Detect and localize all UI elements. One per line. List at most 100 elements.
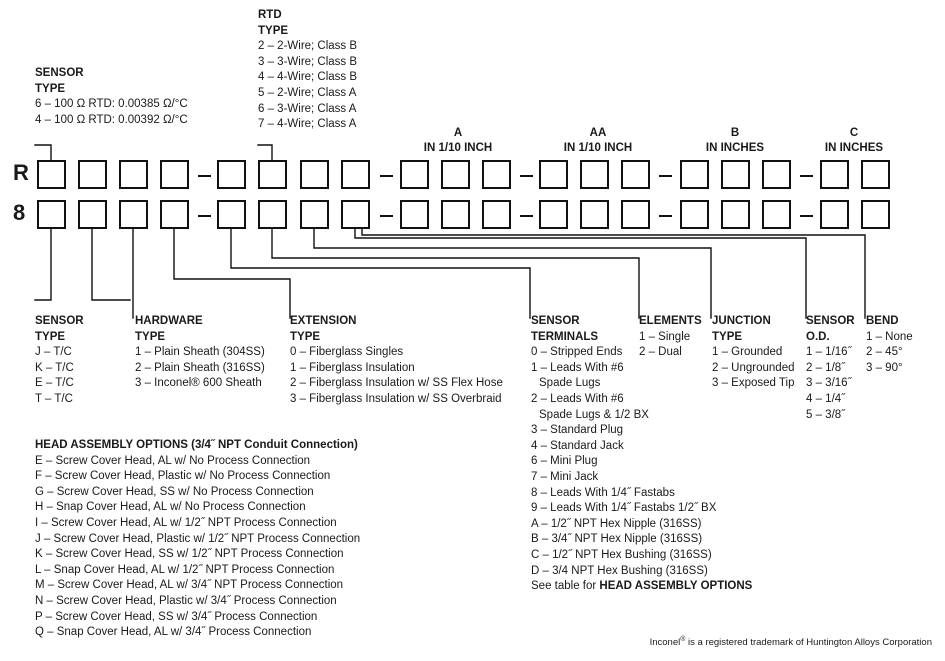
sensor-od-option: 1 – 1/16˝ <box>806 346 852 359</box>
extension-option: 3 – Fiberglass Insulation w/ SS Overbrai… <box>290 392 502 405</box>
dimension-aa-label: AA <box>589 127 607 139</box>
elements-block: ELEMENTS 1 – Single 2 – Dual <box>639 314 702 361</box>
code-box[interactable] <box>861 200 890 229</box>
extension-option: 2 – Fiberglass Insulation w/ SS Flex Hos… <box>290 377 503 390</box>
terminals-option: 7 – Mini Jack <box>531 470 599 483</box>
code-box[interactable] <box>539 200 568 229</box>
code-box[interactable] <box>820 200 849 229</box>
rtd-type-option: 7 – 4-Wire; Class A <box>258 118 357 131</box>
code-box[interactable] <box>78 160 107 189</box>
dimension-a-unit: IN 1/10 INCH <box>423 142 493 154</box>
terminals-heading-2: TERMINALS <box>531 330 599 343</box>
code-box[interactable] <box>441 200 470 229</box>
terminals-option: A – 1/2˝ NPT Hex Nipple (316SS) <box>531 517 702 530</box>
leader-line <box>173 228 291 319</box>
code-box[interactable] <box>119 200 148 229</box>
sensor-type-option: 4 – 100 Ω RTD: 0.00392 Ω/°C <box>35 113 188 126</box>
rtd-type-option: 3 – 3-Wire; Class B <box>258 55 358 68</box>
leader-line <box>91 228 131 301</box>
dimension-b-header: B IN INCHES <box>706 126 764 156</box>
terminals-option: B – 3/4˝ NPT Hex Nipple (316SS) <box>531 533 703 546</box>
dimension-c-unit: IN INCHES <box>824 142 884 154</box>
code-box[interactable] <box>258 200 287 229</box>
extension-type-block: EXTENSION TYPE 0 – Fiberglass Singles 1 … <box>290 314 503 408</box>
code-box[interactable] <box>217 160 246 189</box>
hardware-option: 2 – Plain Sheath (316SS) <box>135 361 265 374</box>
terminals-note-prefix: See table for <box>531 580 600 593</box>
row-letter-8: 8 <box>13 200 26 225</box>
hardware-heading-1: HARDWARE <box>135 315 203 327</box>
dimension-aa-unit: IN 1/10 INCH <box>563 142 633 154</box>
terminals-option: D – 3/4 NPT Hex Bushing (316SS) <box>531 564 708 577</box>
terminals-heading-1: SENSOR <box>531 315 580 327</box>
sensor-od-option: 5 – 3/8˝ <box>806 408 845 421</box>
code-box[interactable] <box>820 160 849 189</box>
terminals-note: See table for HEAD ASSEMBLY OPTIONS <box>531 579 752 595</box>
code-box[interactable] <box>861 160 890 189</box>
code-box[interactable] <box>160 200 189 229</box>
junction-heading-1: JUNCTION <box>712 315 771 327</box>
terminals-option: 4 – Standard Jack <box>531 439 624 452</box>
code-box[interactable] <box>37 160 66 189</box>
code-box[interactable] <box>721 200 750 229</box>
leader-line <box>34 228 52 301</box>
rtd-type-heading-1: RTD <box>258 9 282 21</box>
head-assembly-option: N – Screw Cover Head, Plastic w/ 3/4˝ Pr… <box>35 594 337 607</box>
code-box[interactable] <box>680 200 709 229</box>
junction-option: 2 – Ungrounded <box>712 361 795 374</box>
footnote-text: is a registered trademark of Huntington … <box>685 637 932 648</box>
code-box[interactable] <box>580 200 609 229</box>
head-assembly-option: Q – Snap Cover Head, AL w/ 3/4˝ Process … <box>35 626 312 639</box>
separator-dash <box>198 215 211 217</box>
bend-option: 3 – 90° <box>866 361 903 374</box>
head-assembly-option: J – Screw Cover Head, Plastic w/ 1/2˝ NP… <box>35 532 361 545</box>
code-box[interactable] <box>160 160 189 189</box>
code-box[interactable] <box>217 200 246 229</box>
code-box[interactable] <box>762 160 791 189</box>
extension-heading-2: TYPE <box>290 330 321 343</box>
code-box[interactable] <box>721 160 750 189</box>
dimension-c-label: C <box>849 127 859 139</box>
code-box[interactable] <box>482 200 511 229</box>
terminals-option-continued: Spade Lugs <box>539 377 601 390</box>
sensor-od-option: 2 – 1/8˝ <box>806 361 845 374</box>
extension-option: 1 – Fiberglass Insulation <box>290 361 415 374</box>
code-box[interactable] <box>482 160 511 189</box>
code-box[interactable] <box>400 160 429 189</box>
terminals-option: 6 – Mini Plug <box>531 455 598 468</box>
code-box[interactable] <box>341 160 370 189</box>
code-box[interactable] <box>762 200 791 229</box>
rtd-type-option: 2 – 2-Wire; Class B <box>258 40 358 53</box>
sensor-tc-option: K – T/C <box>35 361 74 374</box>
code-box[interactable] <box>37 200 66 229</box>
head-assembly-option: G – Screw Cover Head, SS w/ No Process C… <box>35 485 314 498</box>
footnote-brand: Inconel <box>649 637 681 648</box>
rtd-type-block: RTD TYPE 2 – 2-Wire; Class B 3 – 3-Wire;… <box>258 8 357 133</box>
code-box[interactable] <box>539 160 568 189</box>
rtd-type-option: 4 – 4-Wire; Class B <box>258 71 358 84</box>
dimension-a-label: A <box>453 127 463 139</box>
code-box[interactable] <box>78 200 107 229</box>
junction-heading-2: TYPE <box>712 330 743 343</box>
head-assembly-option: H – Snap Cover Head, AL w/ No Process Co… <box>35 501 306 514</box>
code-box[interactable] <box>621 200 650 229</box>
dimension-b-label: B <box>730 127 740 139</box>
code-box[interactable] <box>300 160 329 189</box>
code-box[interactable] <box>258 160 287 189</box>
separator-dash <box>520 175 533 177</box>
sensor-tc-option: T – T/C <box>35 392 73 405</box>
code-box[interactable] <box>341 200 370 229</box>
code-box[interactable] <box>580 160 609 189</box>
code-box[interactable] <box>621 160 650 189</box>
sensor-od-heading-2: O.D. <box>806 330 830 343</box>
hardware-option: 3 – Inconel® 600 Sheath <box>135 377 262 390</box>
code-box[interactable] <box>441 160 470 189</box>
code-box[interactable] <box>400 200 429 229</box>
hardware-heading-2: TYPE <box>135 330 166 343</box>
code-box[interactable] <box>119 160 148 189</box>
sensor-tc-heading-2: TYPE <box>35 330 66 343</box>
code-box[interactable] <box>680 160 709 189</box>
head-assembly-option: E – Screw Cover Head, AL w/ No Process C… <box>35 454 311 467</box>
separator-dash <box>800 175 813 177</box>
code-box[interactable] <box>300 200 329 229</box>
